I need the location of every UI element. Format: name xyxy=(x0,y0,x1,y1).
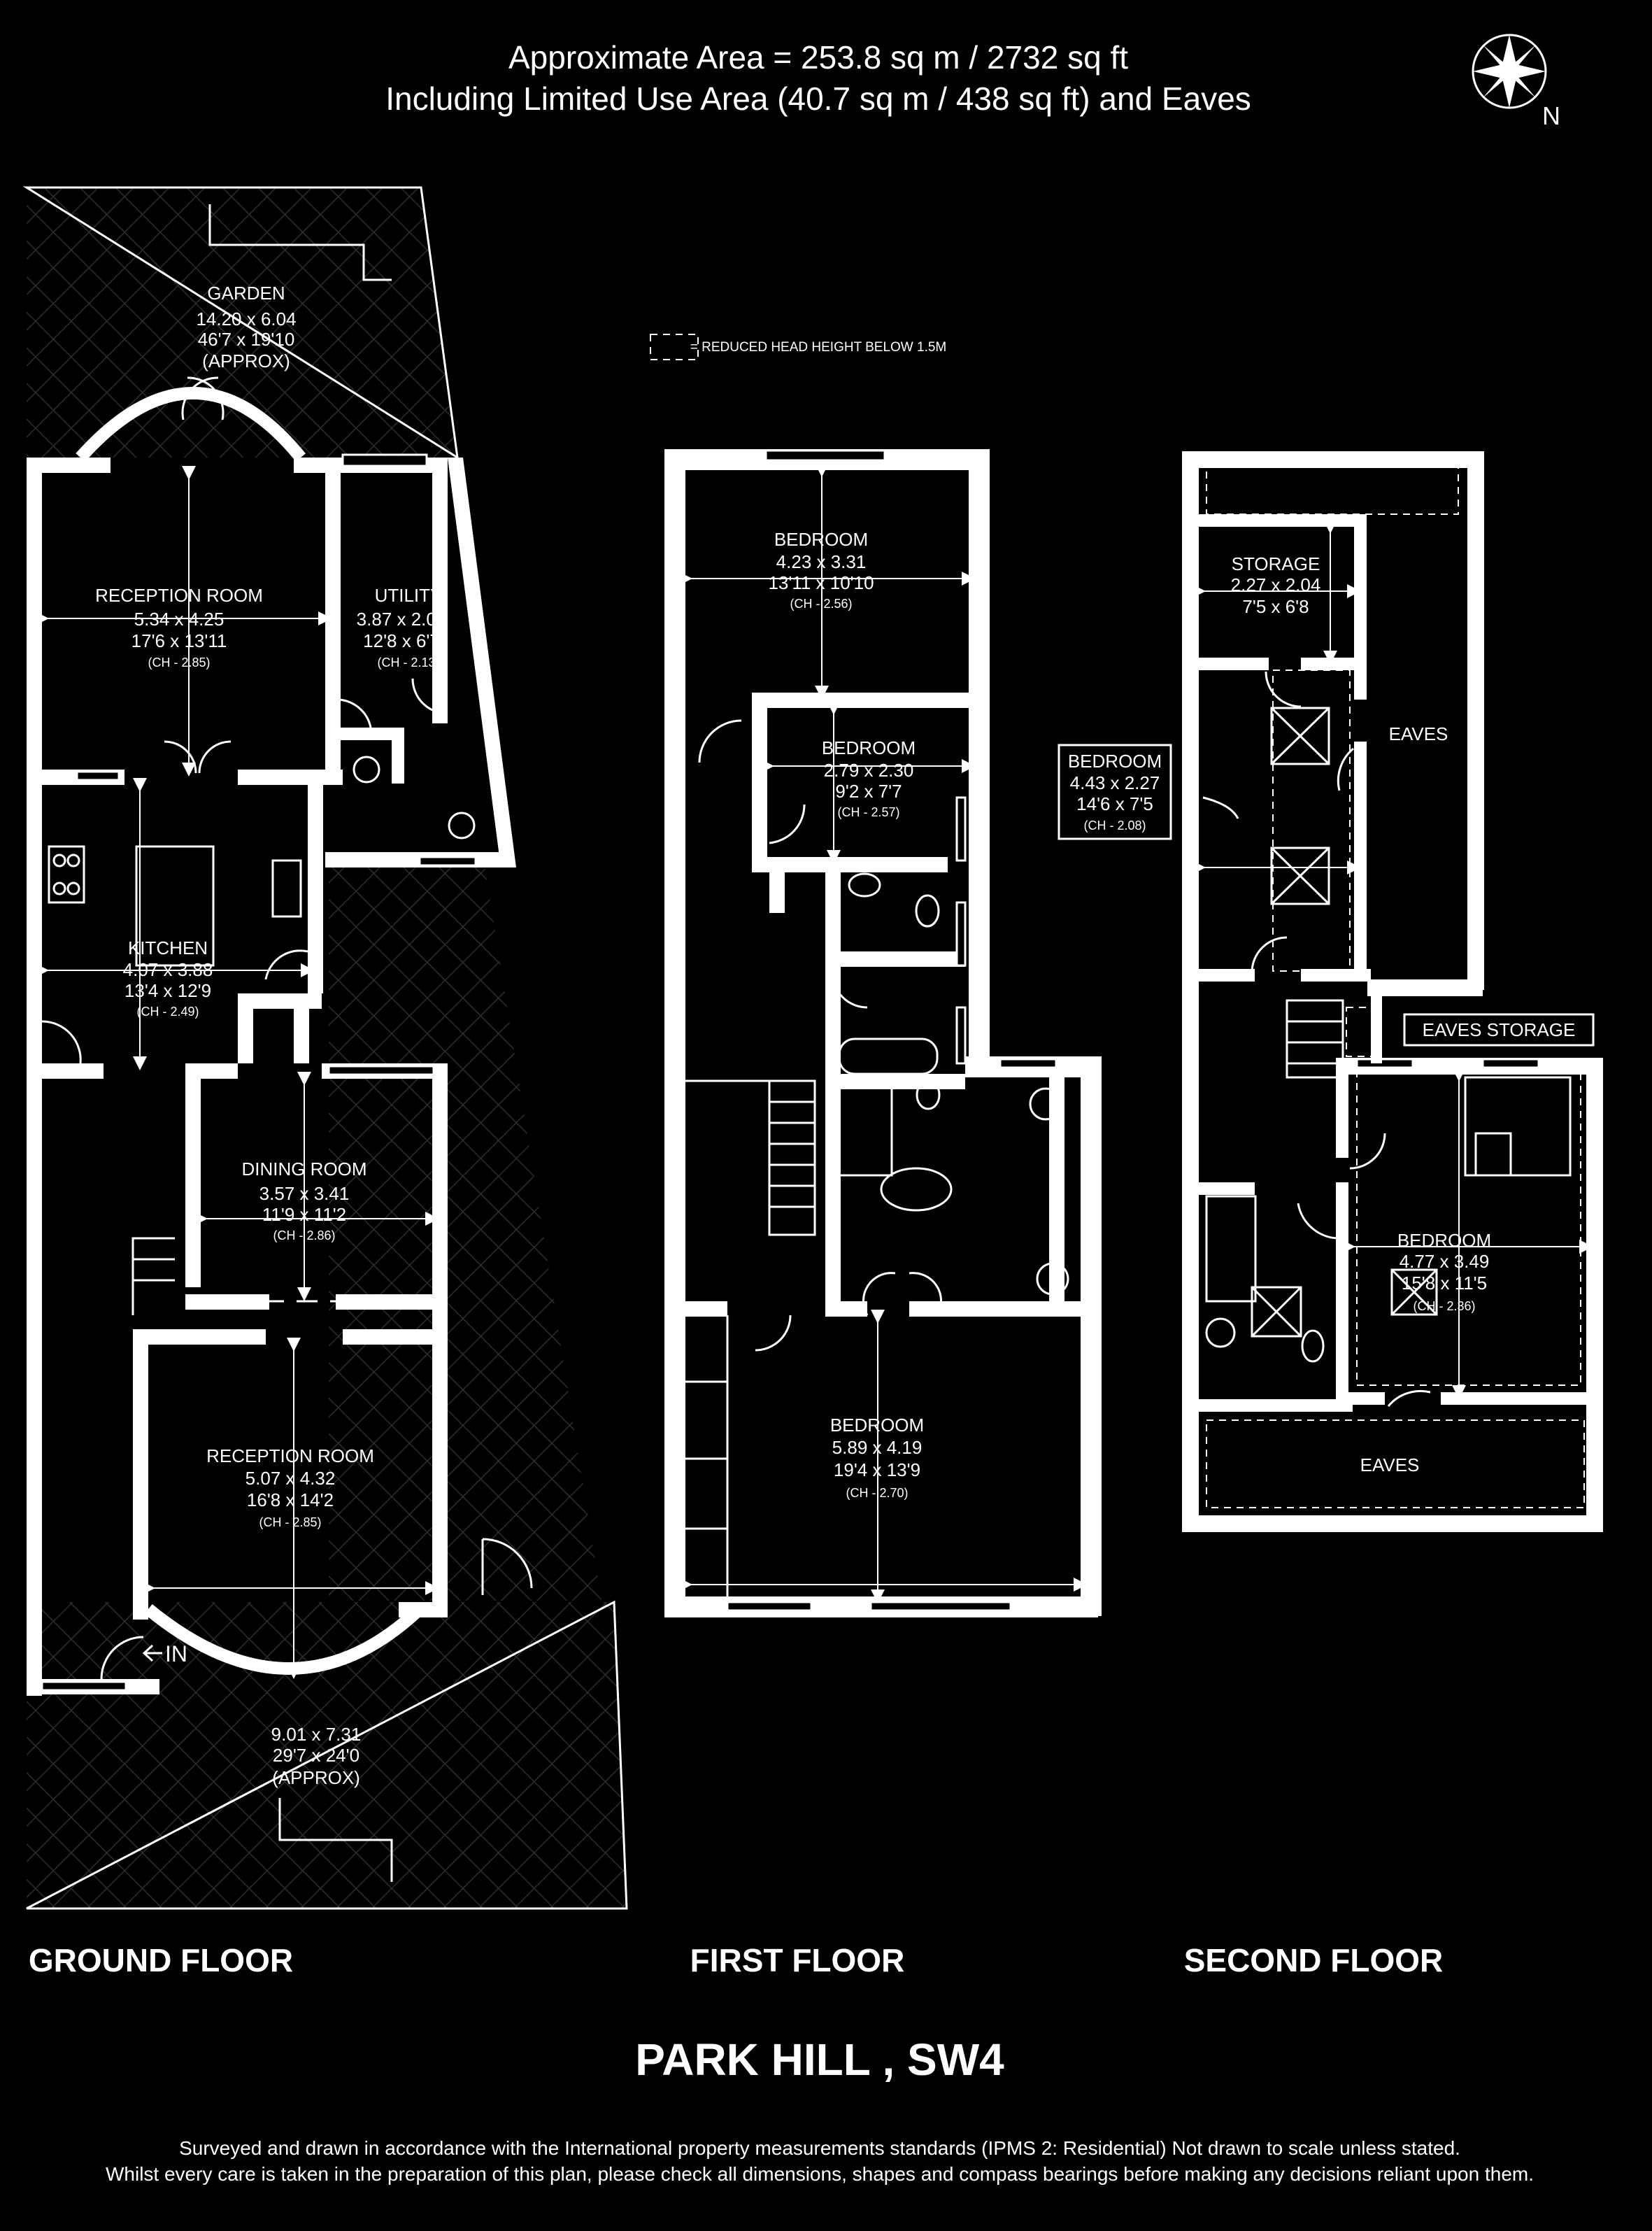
first-bed-front-name: BEDROOM xyxy=(830,1415,924,1436)
storage-imperial: 7'5 x 6'8 xyxy=(1242,596,1309,617)
reduced-height-swatch xyxy=(650,334,699,360)
second-bed-front-metric: 4.77 x 3.49 xyxy=(1400,1251,1490,1272)
reception-rear-ceiling: (CH - 2.85) xyxy=(148,656,210,670)
reception-rear-name: RECEPTION ROOM xyxy=(95,585,263,606)
kitchen-name: KITCHEN xyxy=(128,937,208,958)
reception-front-metric: 5.07 x 4.32 xyxy=(245,1468,336,1489)
ground-floor: GARDEN 14.20 x 6.04 46'7 x 19'10 (APPROX… xyxy=(22,186,628,1978)
eaves-bottom-label: EAVES xyxy=(1360,1454,1420,1475)
legend: = REDUCED HEAD HEIGHT BELOW 1.5M xyxy=(650,334,946,360)
garden-name: GARDEN xyxy=(207,283,285,304)
first-bed-rear-imperial: 13'11 x 10'10 xyxy=(768,572,874,593)
area-line-2: Including Limited Use Area (40.7 sq m / … xyxy=(385,80,1251,117)
front-garden-note: (APPROX) xyxy=(272,1767,360,1788)
kitchen-imperial: 13'4 x 12'9 xyxy=(124,980,211,1001)
first-bed-small-ceiling: (CH - 2.57) xyxy=(837,805,899,819)
area-line-1: Approximate Area = 253.8 sq m / 2732 sq … xyxy=(508,39,1128,76)
footer-line-2: Whilst every care is taken in the prepar… xyxy=(106,2163,1534,2185)
kitchen-ceiling: (CH - 2.49) xyxy=(136,1005,199,1019)
first-bed-rear-name: BEDROOM xyxy=(774,529,868,550)
window xyxy=(327,1065,435,1076)
footer-line-1: Surveyed and drawn in accordance with th… xyxy=(179,2137,1460,2159)
side-return-area xyxy=(329,852,601,1601)
second-bed-box-metric: 4.43 x 2.27 xyxy=(1070,772,1160,793)
front-garden-metric: 9.01 x 7.31 xyxy=(271,1724,362,1745)
legend-text: = REDUCED HEAD HEIGHT BELOW 1.5M xyxy=(690,340,947,355)
reception-front-imperial: 16'8 x 14'2 xyxy=(247,1489,334,1510)
second-floor-label: SECOND FLOOR xyxy=(1184,1942,1444,1978)
second-bed-front-name: BEDROOM xyxy=(1397,1230,1491,1251)
kitchen-metric: 4.07 x 3.88 xyxy=(123,959,213,980)
dining-ceiling: (CH - 2.86) xyxy=(273,1228,335,1242)
first-bed-small-name: BEDROOM xyxy=(822,737,916,758)
storage-name: STORAGE xyxy=(1232,553,1320,574)
utility-name: UTILITY xyxy=(375,585,443,606)
utility-metric: 3.87 x 2.00 xyxy=(357,609,447,630)
first-bed-rear-ceiling: (CH - 2.56) xyxy=(790,597,852,611)
first-floor-label: FIRST FLOOR xyxy=(690,1942,905,1978)
window xyxy=(418,856,477,867)
utility-ceiling: (CH - 2.13) xyxy=(377,656,439,670)
first-bed-front-metric: 5.89 x 4.19 xyxy=(832,1437,923,1458)
garden-note: (APPROX) xyxy=(202,350,290,371)
second-bed-box-name: BEDROOM xyxy=(1068,751,1162,772)
dining-imperial: 11'9 x 11'2 xyxy=(262,1204,346,1225)
window xyxy=(76,770,120,781)
window xyxy=(341,453,428,467)
second-bed-front-ceiling: (CH - 2.36) xyxy=(1413,1299,1475,1313)
window xyxy=(41,1680,127,1692)
entrance-marker: IN xyxy=(142,1641,187,1666)
second-bed-front-imperial: 15'8 x 11'5 xyxy=(1402,1273,1487,1294)
reception-front-name: RECEPTION ROOM xyxy=(206,1445,374,1466)
first-floor: BEDROOM 4.23 x 3.31 13'11 x 10'10 (CH - … xyxy=(664,449,1102,1978)
eaves-storage-callout: EAVES STORAGE xyxy=(1403,1013,1595,1047)
second-bed-box-imperial: 14'6 x 7'5 xyxy=(1076,793,1153,814)
second-floor: STORAGE 2.27 x 2.04 7'5 x 6'8 EAVES BEDR… xyxy=(1058,451,1603,1978)
front-garden-imperial: 29'7 x 24'0 xyxy=(273,1745,359,1766)
eaves-storage-label: EAVES STORAGE xyxy=(1423,1019,1576,1040)
property-title: PARK HILL , SW4 xyxy=(635,2034,1004,2085)
second-bed-box-ceiling: (CH - 2.08) xyxy=(1083,819,1146,833)
first-bed-front-imperial: 19'4 x 13'9 xyxy=(834,1459,920,1480)
eaves-top-label: EAVES xyxy=(1389,723,1448,744)
second-bed-callout: BEDROOM 4.43 x 2.27 14'6 x 7'5 (CH - 2.0… xyxy=(1058,744,1172,840)
compass-letter: N xyxy=(1542,101,1560,130)
garden-metric: 14.20 x 6.04 xyxy=(196,309,296,330)
ground-floor-label: GROUND FLOOR xyxy=(29,1942,293,1978)
first-bed-small-imperial: 9'2 x 7'7 xyxy=(835,781,902,802)
dining-metric: 3.57 x 3.41 xyxy=(259,1183,350,1204)
first-bed-small-metric: 2.79 x 2.30 xyxy=(824,760,914,781)
reception-rear-imperial: 17'6 x 13'11 xyxy=(131,630,227,651)
compass-icon: N xyxy=(1472,34,1560,130)
front-garden-area xyxy=(27,1602,627,1908)
first-bed-rear-metric: 4.23 x 3.31 xyxy=(776,551,867,572)
garden-imperial: 46'7 x 19'10 xyxy=(198,329,295,350)
first-bed-front-ceiling: (CH - 2.70) xyxy=(846,1486,908,1500)
dining-name: DINING ROOM xyxy=(241,1159,366,1180)
reception-rear-metric: 5.34 x 4.25 xyxy=(134,609,225,630)
storage-metric: 2.27 x 2.04 xyxy=(1231,574,1321,595)
entrance-label: IN xyxy=(165,1641,187,1666)
utility-imperial: 12'8 x 6'7 xyxy=(363,630,440,651)
reception-front-ceiling: (CH - 2.85) xyxy=(259,1515,321,1529)
